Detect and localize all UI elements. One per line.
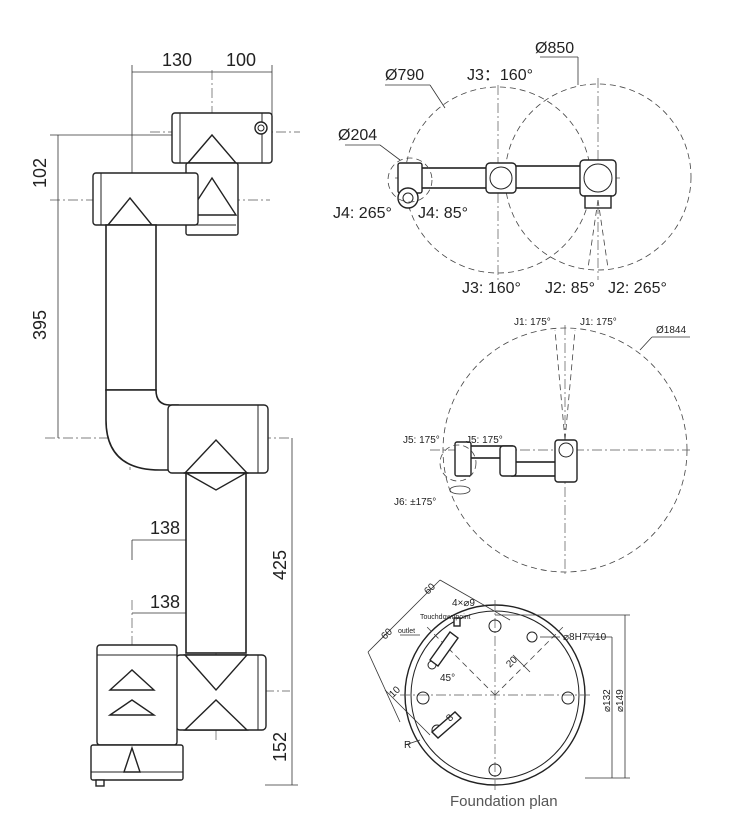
label-j3-bottom: J3: 160° xyxy=(462,280,521,297)
label-outlet: outlet xyxy=(398,628,415,635)
label-j4-265: J4: 265° xyxy=(333,205,392,222)
bolt-hole-left xyxy=(416,691,430,705)
bolt-hole-bottom xyxy=(488,763,502,777)
label-r: R xyxy=(404,740,411,751)
front-view: J1: 175° J1: 175° Ø1844 J5: 175° J5: 175… xyxy=(394,317,690,575)
dim-425: 425 xyxy=(270,550,290,580)
foundation-plan-caption: Foundation plan xyxy=(450,793,558,810)
dim-dia-132: ⌀132 xyxy=(602,689,613,712)
bolt-hole-right xyxy=(561,691,575,705)
dim-138-lower: 138 xyxy=(150,592,180,612)
label-dia-1844: Ø1844 xyxy=(656,325,686,336)
label-dia-204: Ø204 xyxy=(338,127,377,144)
label-j4-85: J4: 85° xyxy=(418,205,468,222)
dim-395: 395 xyxy=(30,310,50,340)
dim-138-upper: 138 xyxy=(150,518,180,538)
dim-10: 10 xyxy=(387,684,403,700)
dim-102: 102 xyxy=(30,158,50,188)
dim-152: 152 xyxy=(270,732,290,762)
side-view: 130 100 102 395 138 138 425 152 xyxy=(30,50,300,787)
label-dia-790: Ø790 xyxy=(385,67,424,84)
label-j3-top: J3：160° xyxy=(467,67,533,84)
label-j1-right: J1: 175° xyxy=(580,317,617,328)
top-view: Ø850 Ø790 J3：160° Ø204 J4: 265° J4: 85° … xyxy=(333,40,692,297)
label-touchdown-point: Touchdownpoint xyxy=(420,614,471,621)
label-holes: 4×⌀9 xyxy=(452,598,475,609)
label-dia-850: Ø850 xyxy=(535,40,574,57)
dim-dia-149: ⌀149 xyxy=(615,689,626,712)
label-j2-85: J2: 85° xyxy=(545,280,595,297)
label-45-deg: 45° xyxy=(440,673,455,684)
dim-130: 130 xyxy=(162,50,192,70)
dowel-pin-hole xyxy=(526,631,538,643)
label-j5-right: J5: 175° xyxy=(466,435,503,446)
label-j5-left: J5: 175° xyxy=(403,435,440,446)
label-pin-hole: ⌀8H7▽10 xyxy=(563,632,607,643)
dim-60-left: 60 xyxy=(379,626,395,642)
dim-100: 100 xyxy=(226,50,256,70)
label-j2-265: J2: 265° xyxy=(608,280,667,297)
label-j6: J6: ±175° xyxy=(394,497,436,508)
label-j1-left: J1: 175° xyxy=(514,317,551,328)
bolt-hole-top xyxy=(488,619,502,633)
foundation-plan: 60 60 4×⌀9 Touchdownpoint outlet ⌀8H7▽10… xyxy=(367,579,630,810)
